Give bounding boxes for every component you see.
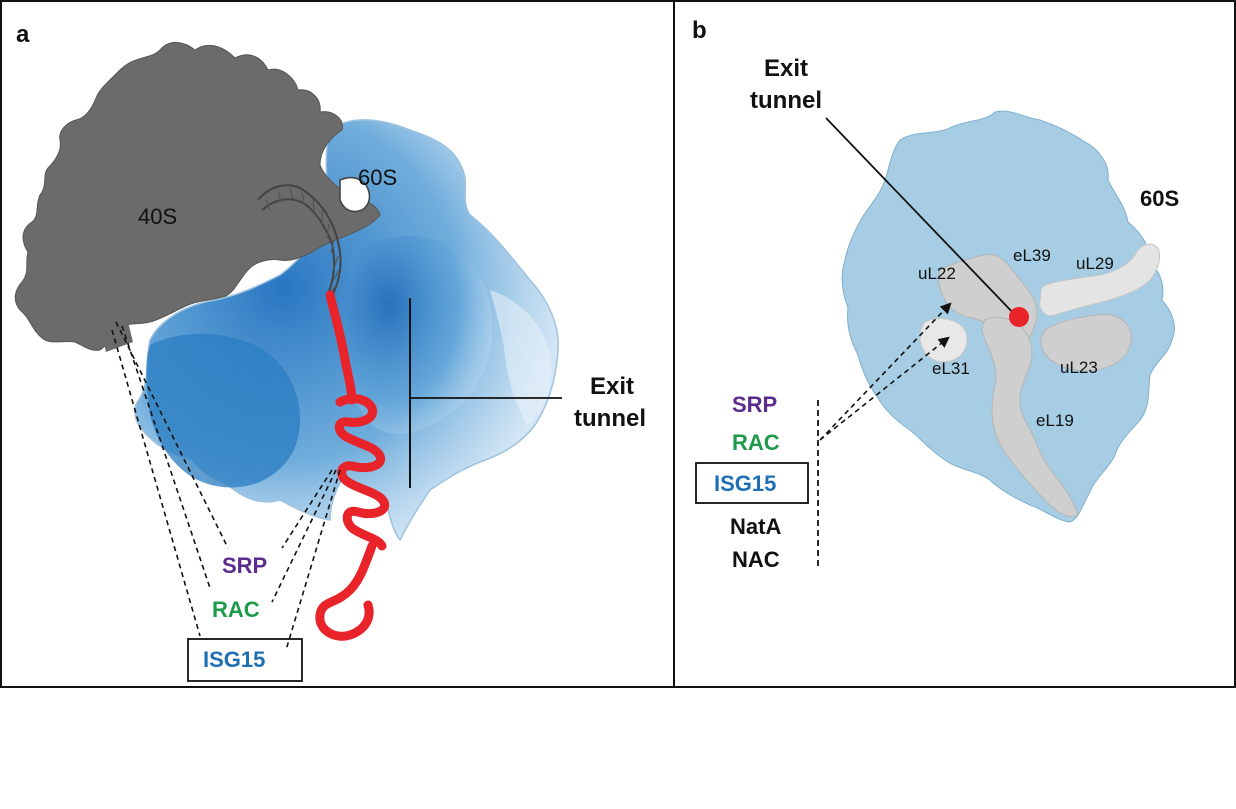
b-rac-label: RAC — [732, 430, 780, 455]
b-exit-tunnel-label-line1: Exit — [764, 55, 808, 82]
el31-label: eL31 — [932, 359, 970, 378]
b-60s-label: 60S — [1140, 186, 1179, 211]
ul22-label: uL22 — [918, 264, 956, 283]
b-nata-label: NatA — [730, 514, 781, 539]
40s-label: 40S — [138, 204, 177, 229]
60s-lower-lobe — [146, 333, 300, 488]
b-isg15-box — [695, 462, 809, 504]
factor-binding-lines — [111, 321, 341, 651]
exit-tunnel-label-line1: Exit — [590, 373, 634, 400]
40s-stalk — [100, 322, 133, 352]
mrna-helix — [257, 176, 371, 297]
panel-b-label: b — [692, 17, 707, 44]
40s-subunit-shape — [14, 42, 381, 351]
protein-ul29-patch — [1039, 243, 1161, 317]
panel-b: b Exit tunnel 60S uL22 eL39 uL29 eL31 uL… — [692, 17, 1179, 572]
ul29-label: uL29 — [1076, 254, 1114, 273]
60s-inner-shading — [346, 235, 493, 434]
b-nac-label: NAC — [732, 547, 780, 572]
srp-label: SRP — [222, 553, 267, 578]
ul23-label: uL23 — [1060, 358, 1098, 377]
b-isg15-label: ISG15 — [714, 471, 776, 496]
exit-tunnel-pointer — [825, 117, 1019, 319]
panel-a-label: a — [16, 21, 30, 48]
panel-b-frame — [673, 0, 1236, 688]
b-exit-tunnel-label-line2: tunnel — [750, 87, 822, 114]
isg15-box — [187, 638, 303, 682]
b-srp-label: SRP — [732, 392, 777, 417]
el39-label: eL39 — [1013, 246, 1051, 265]
exit-tunnel-label-line2: tunnel — [574, 405, 646, 432]
rac-label: RAC — [212, 597, 260, 622]
protein-ul23-patch — [1040, 313, 1132, 372]
60s-label: 60S — [358, 165, 397, 190]
arrow-to-ul22 — [819, 302, 952, 441]
60s-light-rim — [490, 290, 552, 425]
nascent-chain — [315, 290, 390, 641]
exit-tunnel-marker — [1009, 307, 1029, 327]
el19-label: eL19 — [1036, 411, 1074, 430]
arrow-to-el31 — [819, 336, 950, 441]
protein-el19-patch — [981, 317, 1079, 518]
panel-a: a — [14, 21, 646, 682]
isg15-label: ISG15 — [203, 647, 265, 672]
